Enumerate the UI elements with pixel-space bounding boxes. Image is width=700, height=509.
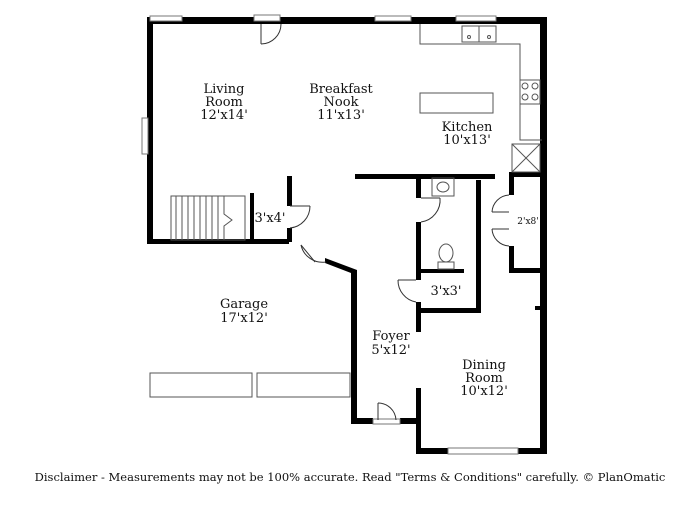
closet-size: 3'x4' [254,211,285,226]
room-labels: Living Room 12'x14' Breakfast Nook 11'x1… [200,82,539,399]
wall-dining-left [416,388,421,454]
garage-size: 17'x12' [220,311,268,326]
window-bottom [447,447,519,455]
kitchen-size: 10'x13' [443,133,491,148]
kitchen-counter [419,24,542,141]
burner-2 [531,82,539,90]
pantry-size: 2'x8' [517,217,538,227]
pantry-door-swing-2 [491,228,510,247]
wall-bath-right [476,180,481,313]
breakfast-nook-name-1: Breakfast [309,82,373,97]
closet-door-swing [289,205,311,229]
fixtures [149,24,542,398]
fridge [511,143,541,173]
burner-1 [521,82,529,90]
wall-pantry-bottom [509,268,547,273]
fridge-cross-2 [511,143,541,173]
sink-drain-left [467,35,471,39]
wall-garage-right [325,258,357,420]
bath-sink-bowl [436,181,450,193]
window-top-2 [374,15,412,22]
dining-room-name-2: Room [465,371,503,386]
door-top-swing [260,23,282,45]
sink-drain-right [487,35,491,39]
window-top-3 [455,15,497,22]
burner-3 [521,93,529,101]
kitchen-name: Kitchen [442,120,493,135]
wall-right [540,17,547,454]
pantry-door-swing-1 [491,194,510,213]
wall-foyer-bottom-left [351,418,373,424]
window-top-1 [149,15,183,22]
halfbath-door-swing [397,279,417,303]
doors [253,14,510,421]
dining-room-size: 10'x12' [460,384,508,399]
window-left [141,117,149,155]
garage-door-left [149,372,253,398]
living-room-name-2: Room [205,95,243,110]
front-door-swing [377,402,397,421]
wall-closet-right-top [287,176,292,206]
toilet-bowl [438,243,454,263]
windows [141,15,519,455]
wall-stub [535,306,547,310]
wall-stair-closet [250,193,254,241]
wall-top [147,17,547,24]
foyer-size: 5'x12' [371,343,410,358]
garage-entry-swing [300,244,327,263]
wall-bath-left-top [416,174,421,198]
bath-size: 3'x3' [430,284,461,299]
bath-sink [431,177,455,197]
garage-entry-leaf [300,244,316,263]
dining-room-name-1: Dining [462,358,506,373]
front-door-sill [372,418,401,425]
wall-bath-left-bottom [416,302,421,332]
breakfast-nook-size: 11'x13' [317,108,365,123]
wall-hall-top [355,174,495,179]
disclaimer-text: Disclaimer - Measurements may not be 100… [34,470,666,484]
wall-garage-top [147,239,289,244]
foyer-name: Foyer [372,329,410,344]
garage-door-right [256,372,351,398]
wall-left [147,17,153,243]
wall-foyer-bottom-right [400,418,420,424]
garage-name: Garage [220,297,268,312]
living-room-size: 12'x14' [200,108,248,123]
wall-closet-right-bottom [287,228,292,242]
burner-4 [531,93,539,101]
kitchen-island [419,92,494,114]
toilet-tank [437,261,455,270]
wall-pantry-left-bottom [509,246,514,272]
stove [519,79,541,105]
staircase [170,195,246,241]
wall-bath-bottom [416,308,481,313]
wall-pantry-top [509,172,547,177]
living-room-name-1: Living [204,82,245,97]
wall-bath-divider [416,269,464,273]
door-top-frame [253,14,281,22]
wall-pantry-left-top [509,175,514,195]
bath-door-swing [420,197,441,223]
stair-break [223,196,233,240]
wall-bath-left-mid [416,222,421,280]
breakfast-nook-name-2: Nook [324,95,359,110]
